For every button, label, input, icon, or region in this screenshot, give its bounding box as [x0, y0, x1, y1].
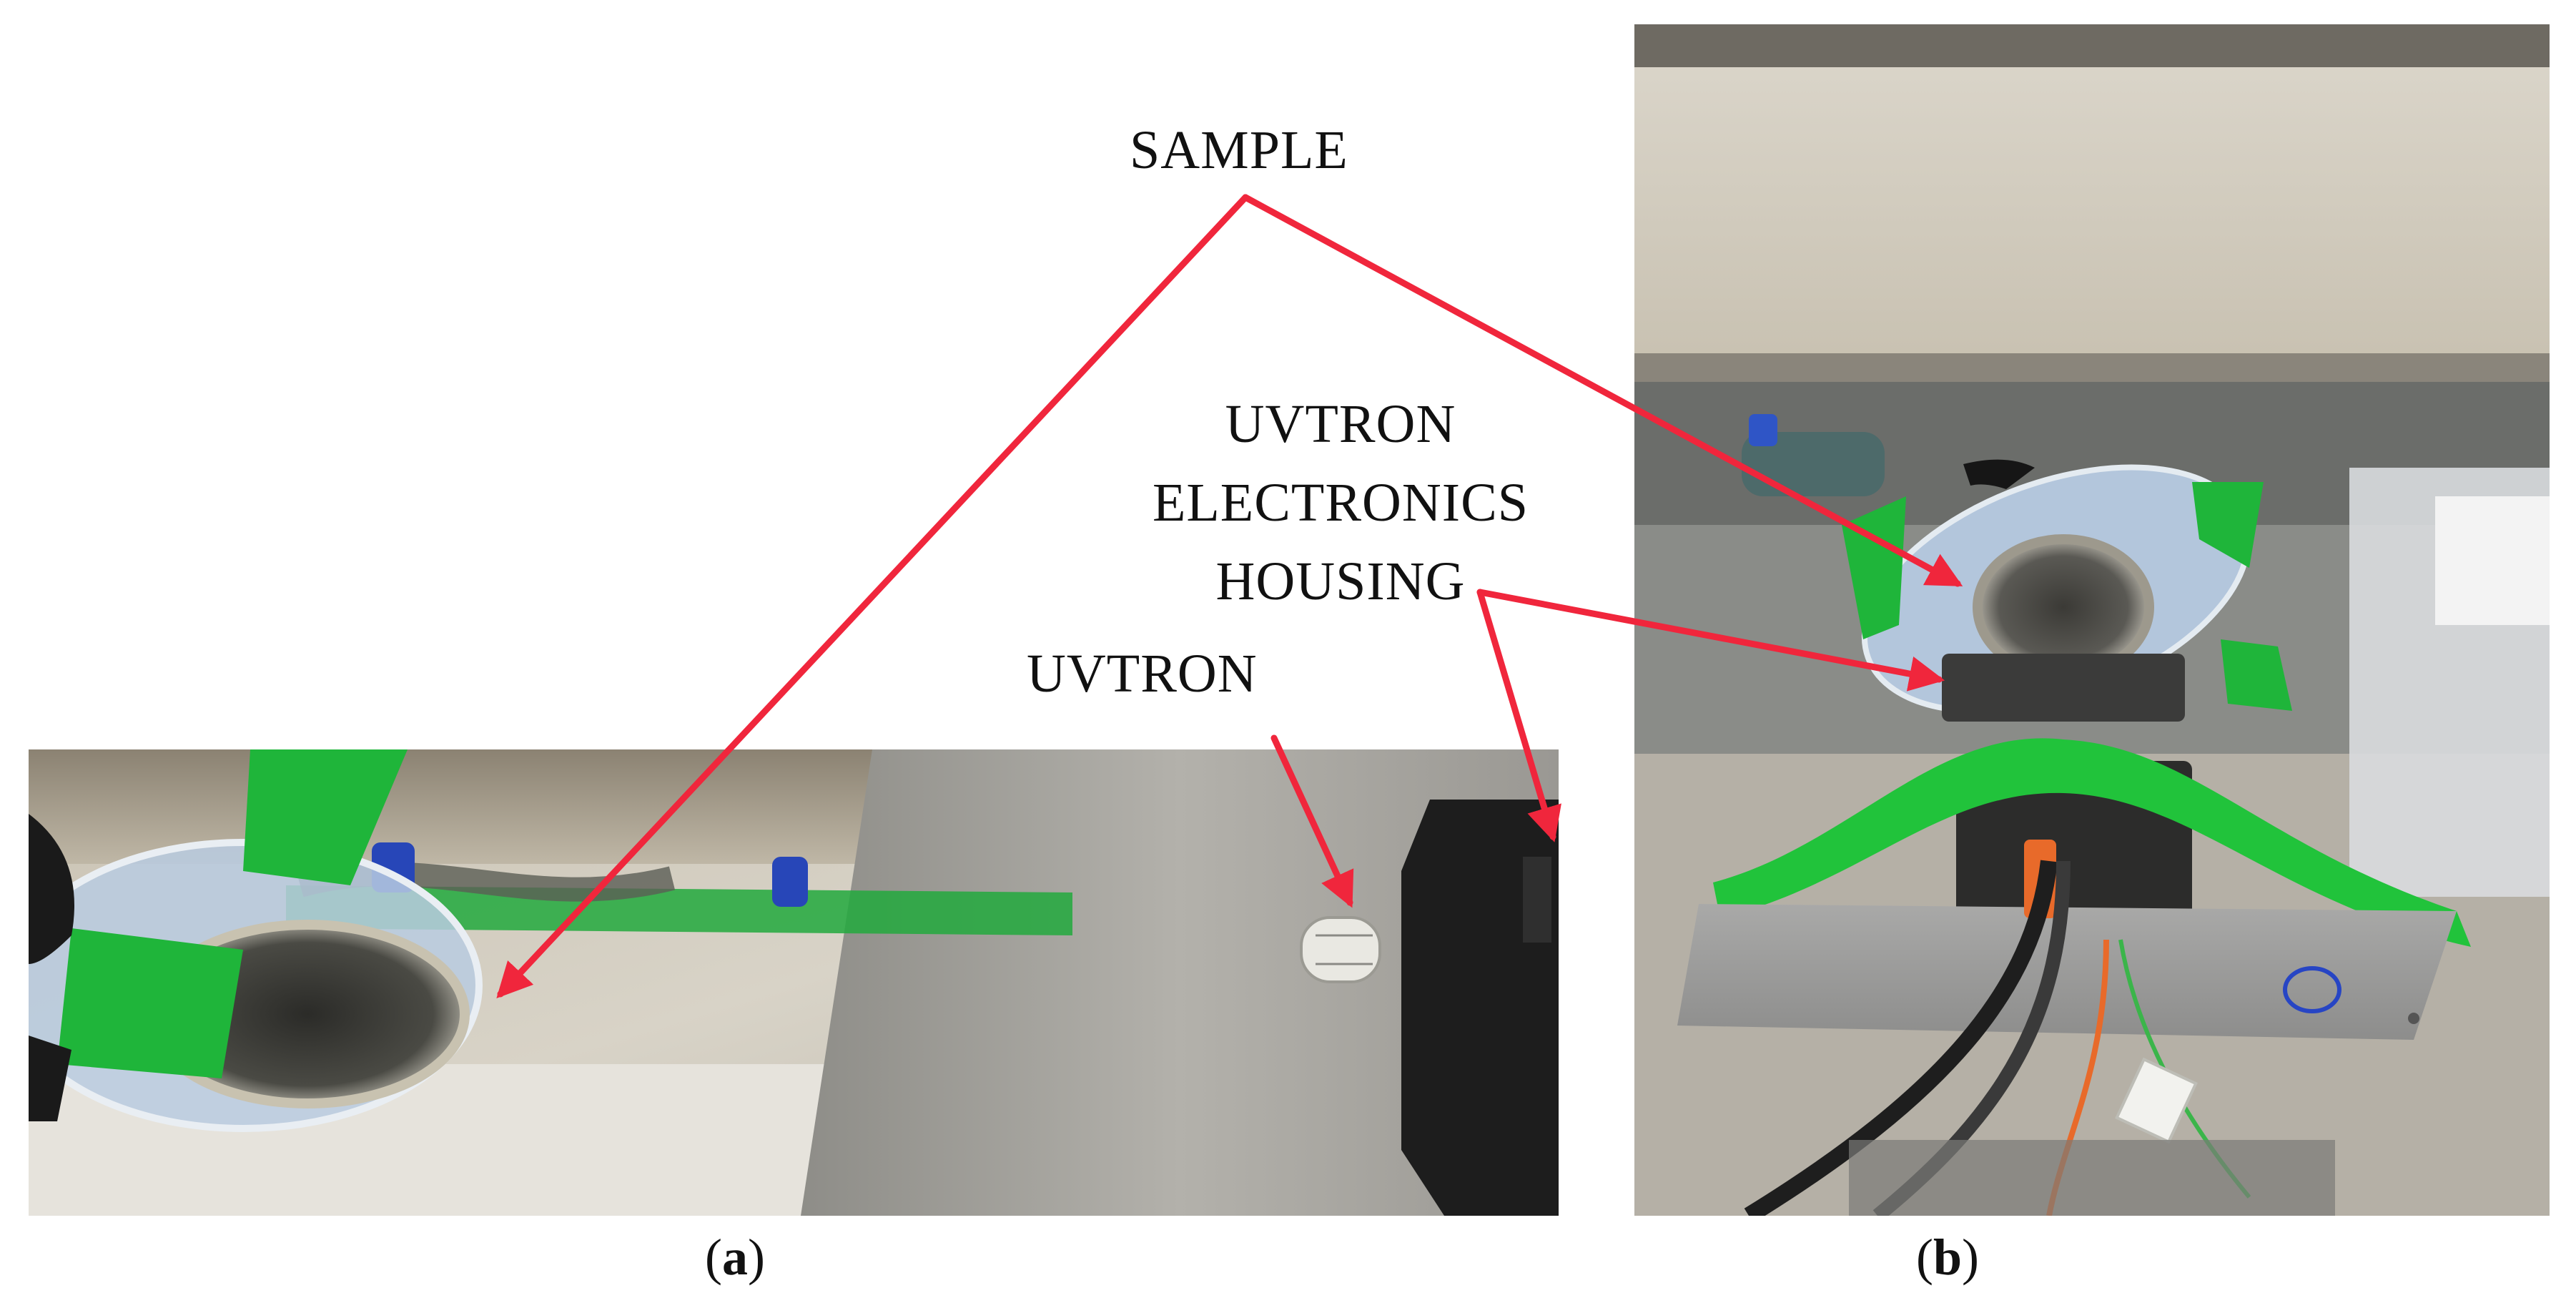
caption-b-close: ) [1962, 1229, 1980, 1286]
label-housing-line-3: HOUSING [1215, 551, 1466, 611]
caption-panel-a: (a) [705, 1231, 765, 1283]
sample-arrow-a [496, 194, 1249, 999]
uvtron-arrow [1270, 734, 1354, 908]
caption-a-letter: a [721, 1229, 748, 1286]
label-uvtron: UVTRON [1027, 644, 1258, 704]
housing-arrow-a [1476, 589, 1561, 842]
label-housing-line-1: UVTRON [1225, 394, 1456, 454]
label-housing-line-2: ELECTRONICS [1152, 473, 1529, 533]
label-uvtron-electronics-housing: UVTRON ELECTRONICS HOUSING [1133, 385, 1548, 621]
caption-b-open: ( [1916, 1229, 1933, 1286]
photo-panel-a [29, 749, 1559, 1216]
label-sample: SAMPLE [1130, 120, 1348, 180]
caption-a-open: ( [705, 1229, 722, 1286]
caption-a-close: ) [747, 1229, 765, 1286]
sample-arrow-b [1242, 194, 1963, 587]
housing-arrow-b [1476, 589, 1945, 692]
photo-panel-b [1634, 24, 2550, 1216]
caption-b-letter: b [1933, 1229, 1963, 1286]
caption-panel-b: (b) [1916, 1231, 1979, 1283]
